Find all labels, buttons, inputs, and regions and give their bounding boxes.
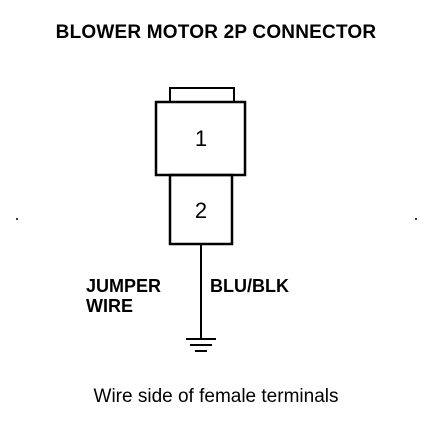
jumper-wire-label: JUMPER WIRE (86, 276, 161, 316)
jumper-label-line1: JUMPER (86, 276, 162, 296)
connector-lock-tab (169, 87, 235, 102)
view-caption: Wire side of female terminals (93, 386, 339, 407)
jumper-label-line2: WIRE (86, 296, 133, 316)
scan-dot (415, 218, 417, 220)
wire-color-label: BLU/BLK (210, 276, 289, 296)
ground-icon (186, 338, 216, 352)
scan-dot (16, 218, 18, 220)
pin-number-2: 2 (194, 198, 208, 223)
diagram-title: BLOWER MOTOR 2P CONNECTOR (55, 22, 377, 43)
pin-number-1: 1 (194, 126, 208, 151)
